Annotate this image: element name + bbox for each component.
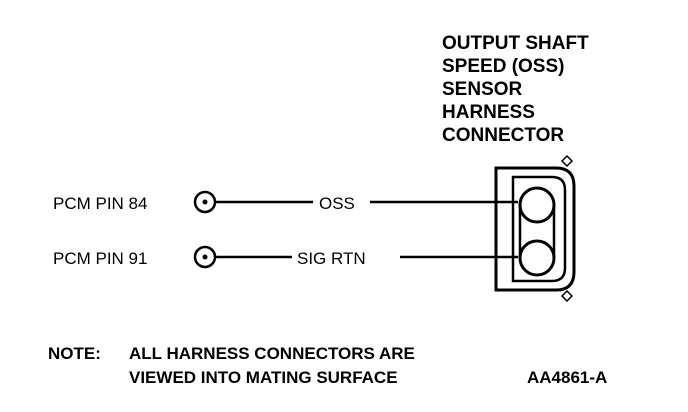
sig-rtn-wire-label: SIG RTN	[297, 249, 366, 268]
figure-id: AA4861-A	[527, 368, 607, 387]
connector-title-line-5: CONNECTOR	[442, 125, 564, 146]
circuit-oss: PCM PIN 84 OSS	[53, 190, 518, 214]
connector-title: OUTPUT SHAFT SPEED (OSS) SENSOR HARNESS …	[442, 33, 589, 146]
connector-title-line-4: HARNESS	[442, 102, 535, 123]
connector-shell	[494, 166, 576, 292]
note-line-2: VIEWED INTO MATING SURFACE	[129, 368, 398, 387]
oss-wire-label: OSS	[319, 194, 355, 213]
pcm-pin-84-terminal	[193, 190, 217, 214]
connector-latch-bottom	[560, 289, 574, 303]
note-block: NOTE: ALL HARNESS CONNECTORS ARE VIEWED …	[48, 344, 415, 387]
circuit-sig-rtn: PCM PIN 91 SIG RTN	[53, 245, 518, 269]
note-prefix: NOTE:	[48, 344, 101, 363]
connector-cavity	[511, 175, 567, 283]
connector-title-line-3: SENSOR	[442, 79, 523, 100]
harness-connector	[494, 154, 576, 303]
connector-pin-sig-rtn	[518, 239, 556, 277]
note-line-1: ALL HARNESS CONNECTORS ARE	[129, 344, 415, 363]
connector-pin-oss	[518, 186, 556, 224]
pcm-pin-91-label: PCM PIN 91	[53, 249, 147, 268]
connector-title-line-2: SPEED (OSS)	[442, 56, 564, 77]
pcm-pin-91-terminal	[193, 245, 217, 269]
connector-title-line-1: OUTPUT SHAFT	[442, 33, 589, 54]
connector-latch-top	[560, 154, 574, 168]
pcm-pin-84-label: PCM PIN 84	[53, 194, 147, 213]
